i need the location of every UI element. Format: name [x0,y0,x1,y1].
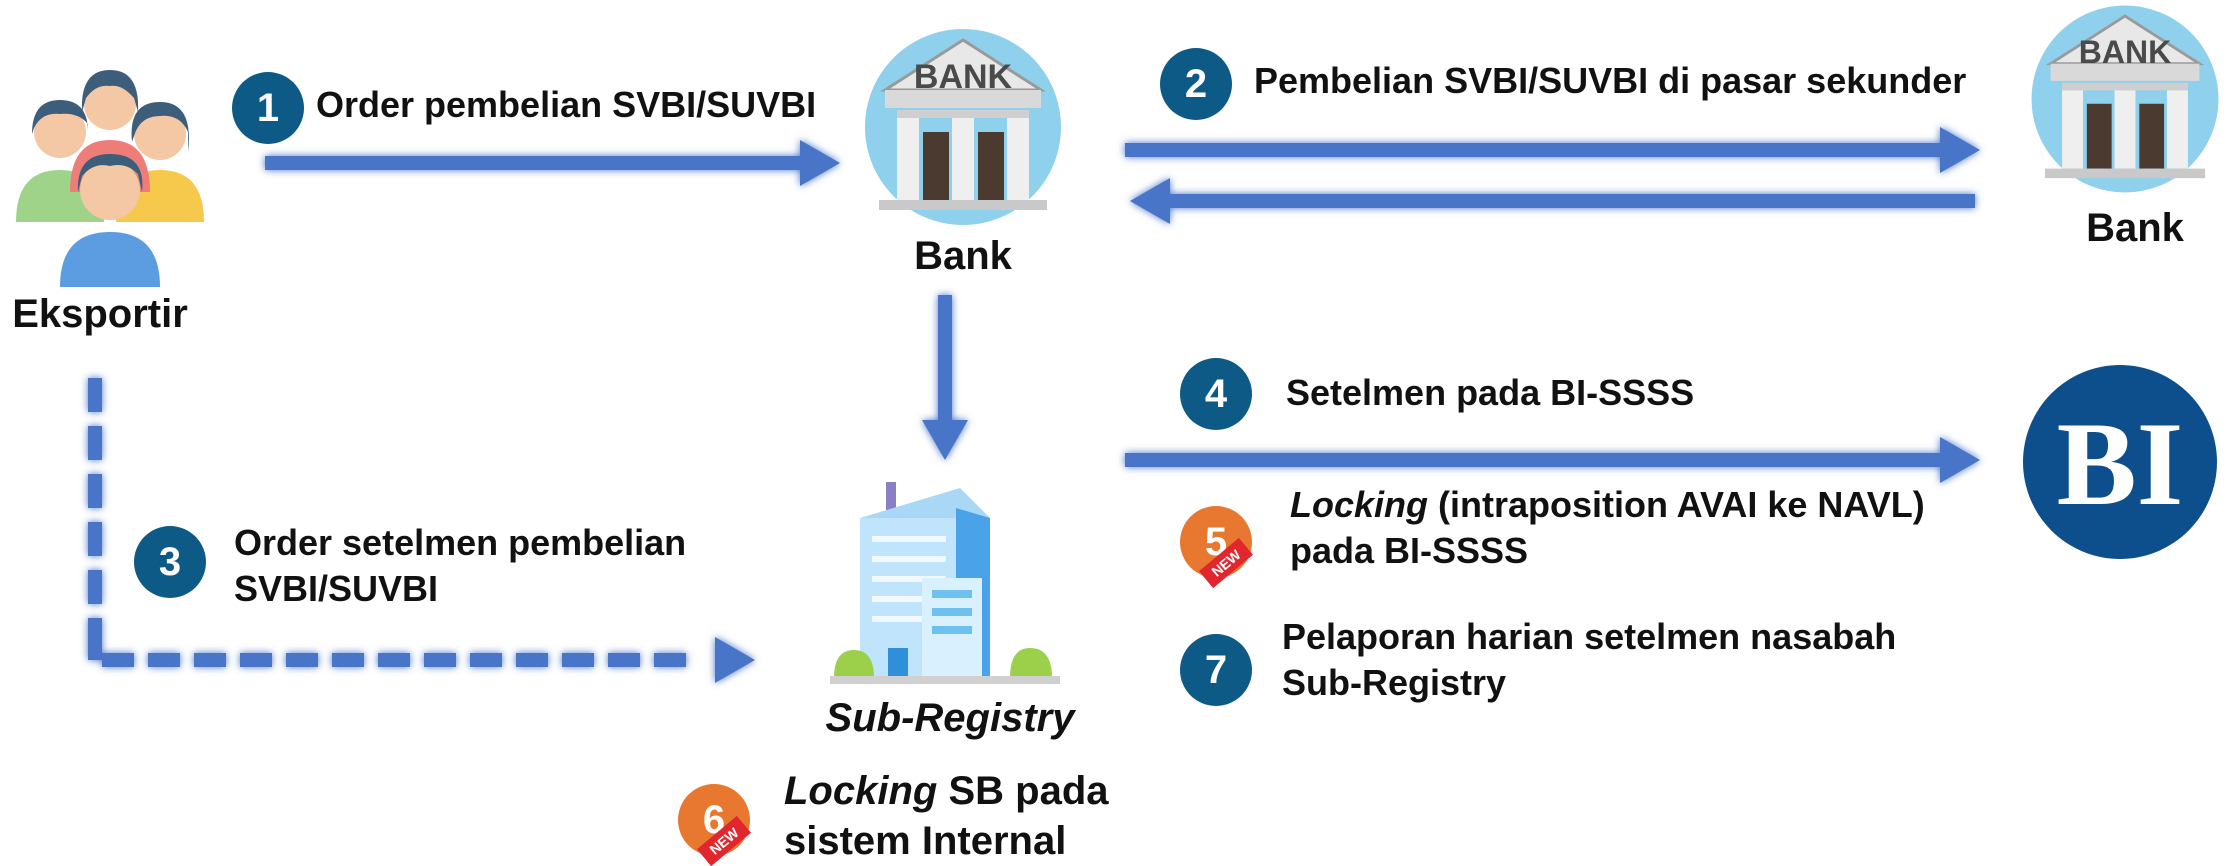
bi-logo-text: BI [2057,397,2184,530]
step-6-italic: Locking [784,769,938,813]
bank-icon [865,29,1061,225]
arrow-exporter-to-subregistry [88,378,755,683]
arrow-bank-to-subregistry [922,295,968,460]
arrow-exporter-to-bank [265,140,840,186]
bank-icon [2031,5,2219,193]
step-6-line-2: sistem Internal [784,819,1067,863]
step-3-line-1: Order setelmen pembelian [234,522,687,563]
step-4-circle: 4 [1180,358,1252,430]
step-5-line-2: pada BI-SSSS [1290,530,1529,571]
people-icon [16,70,204,287]
step-6-text: Locking SB pada sistem Internal [784,766,1109,866]
step-4-text: Setelmen pada BI-SSSS [1286,372,1695,413]
step-7-text: Pelaporan harian setelmen nasabah Sub-Re… [1282,614,1896,706]
step-7-line-2: Sub-Registry [1282,662,1507,703]
step-5-text: Locking (intraposition AVAI ke NAVL) pad… [1290,482,1925,574]
step-7-circle: 7 [1180,634,1252,706]
bi-logo-icon: BI [2023,365,2217,559]
bank-sign-text: BANK [913,58,1013,96]
step-6-line-1: SB pada [937,769,1109,813]
step-3-text: Order setelmen pembelian SVBI/SUVBI [234,520,686,612]
bank-sign-text-right: BANK [2078,34,2172,70]
building-icon [830,482,1060,684]
sub-registry-label: Sub-Registry [825,696,1075,740]
step-3-line-2: SVBI/SUVBI [234,568,439,609]
arrow-bank-back [1130,178,1975,224]
step-5-italic: Locking [1290,484,1429,525]
step-2-text: Pembelian SVBI/SUVBI di pasar sekunder [1254,60,1967,101]
bank-label-right: Bank [2086,206,2184,250]
step-1-text: Order pembelian SVBI/SUVBI [316,84,817,125]
step-5-line-1: (intraposition AVAI ke NAVL) [1428,484,1925,525]
step-7-line-1: Pelaporan harian setelmen nasabah [1282,616,1897,657]
exporter-label: Eksportir [12,292,188,336]
step-1-circle: 1 [232,72,304,144]
step-2-circle: 2 [1160,48,1232,120]
arrow-bank-to-bank [1125,127,1980,173]
bank-label-left: Bank [914,234,1012,278]
arrow-to-bi [1125,437,1980,483]
step-3-circle: 3 [134,526,206,598]
